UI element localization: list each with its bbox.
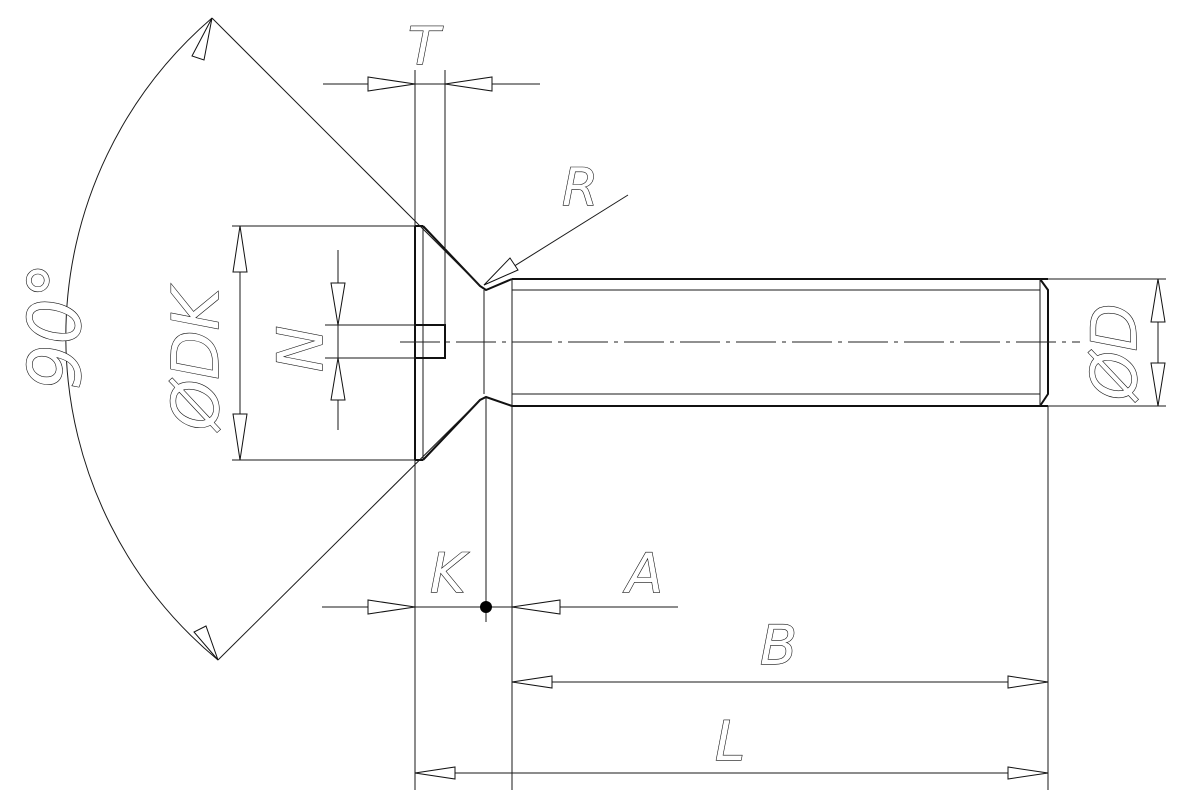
shaft-diameter-dimension: [1048, 278, 1166, 407]
slot-depth-dimension: [323, 70, 540, 325]
head-diameter-dimension: [232, 225, 415, 461]
angle-dimension: [65, 17, 481, 661]
thread-length-dimension: [511, 406, 1049, 790]
slot-width-label: N: [264, 326, 337, 372]
slot-width-dimension: [325, 250, 415, 430]
nominal-length-dimension: [414, 766, 1049, 780]
reference-point: [480, 601, 492, 613]
head-height-label: K: [430, 542, 469, 605]
radius-leader: [483, 194, 629, 286]
angle-label: 90°: [13, 262, 97, 390]
shaft-diameter-label: ØD: [1078, 303, 1151, 403]
radius-label: R: [562, 158, 598, 218]
head-height-dimension: [322, 397, 678, 790]
thread-length-label: B: [760, 614, 797, 677]
slot-depth-label: T: [408, 17, 444, 77]
head-diameter-label: ØDK: [160, 283, 234, 433]
nominal-length-label: L: [715, 710, 745, 773]
transition-label: A: [623, 542, 663, 605]
